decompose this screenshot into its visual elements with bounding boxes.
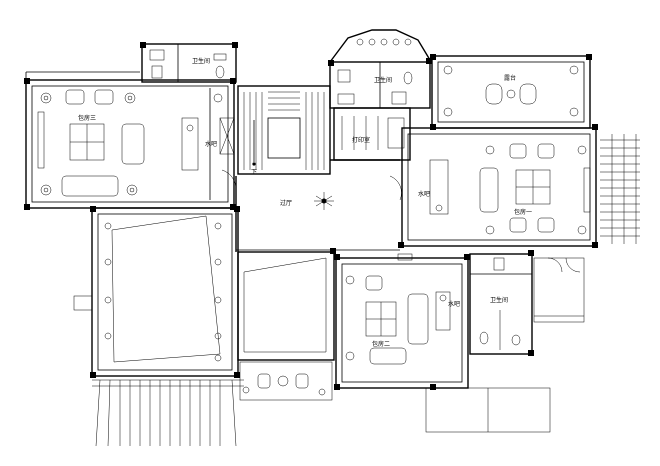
label-water-bar-lower: 水吧 — [448, 300, 460, 308]
terrace-area: 露台 — [430, 54, 592, 130]
bathroom-lower-right-area: 卫生间 — [469, 250, 585, 356]
void-area-center — [237, 248, 336, 401]
label-bathroom-lower-right: 卫生间 — [490, 296, 508, 304]
label-water-bar-center: 水吧 — [418, 190, 430, 198]
label-private-room-3: 包房三 — [78, 114, 96, 122]
label-bathroom-top-center: 卫生间 — [374, 76, 392, 84]
staircase: 下 — [219, 85, 331, 176]
label-terrace: 露台 — [504, 74, 516, 82]
label-water-bar-left: 水吧 — [205, 140, 217, 148]
private-room-1-area: 水吧 包房一 — [398, 124, 640, 248]
private-room-2-area: 包房二 水吧 — [334, 253, 551, 433]
bathroom-top-center-area: 卫生间 打印室 — [328, 29, 432, 161]
label-bathroom-top-left: 卫生间 — [192, 57, 210, 65]
label-hall: 过厅 — [280, 199, 292, 207]
hall-area: 过厅 — [221, 159, 402, 252]
label-private-room-1: 包房一 — [514, 208, 532, 216]
label-private-room-2: 包房二 — [372, 340, 390, 348]
stair-down-mark: 下 — [251, 169, 257, 176]
label-print-room: 打印室 — [352, 136, 370, 144]
bathroom-top-left-area: 卫生间 — [140, 42, 238, 83]
private-room-3-area: 包房三 水吧 — [24, 71, 236, 210]
void-area-left — [73, 206, 244, 447]
